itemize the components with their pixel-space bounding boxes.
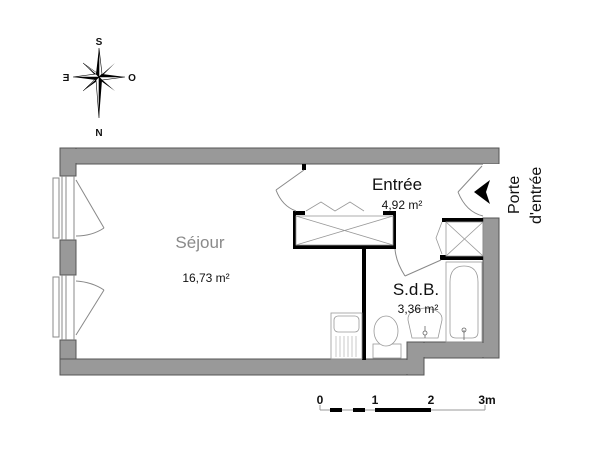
- room-area-sejour: 16,73 m²: [182, 271, 229, 285]
- entrance-door-label: Porte: [506, 176, 523, 214]
- entrance-door-label-line2: d'entrée: [528, 167, 545, 224]
- closet-left: [295, 201, 394, 246]
- compass-north-label: N: [95, 128, 102, 139]
- room-area-entree: 4,92 m²: [382, 198, 423, 212]
- scale-tick-1: 1: [372, 393, 379, 407]
- door-sdb: [394, 248, 442, 277]
- window-lower: [52, 275, 105, 340]
- room-name-sdb: S.d.B.: [393, 280, 439, 299]
- compass-east-label: E: [62, 73, 69, 84]
- scale-bar: 0 1 2 3m: [317, 393, 496, 412]
- door-entrance: [457, 165, 484, 217]
- entrance-door-label-2: d'entrée: [528, 167, 545, 224]
- scale-tick-3: 3m: [478, 393, 495, 407]
- room-area-sdb: 3,36 m²: [398, 302, 439, 316]
- entrance-door-label-line1: Porte: [506, 176, 523, 214]
- window-upper: [52, 176, 105, 240]
- scale-tick-2: 2: [428, 393, 435, 407]
- scale-tick-0: 0: [317, 393, 324, 407]
- partitions: [293, 164, 483, 360]
- sink-icon: [407, 307, 443, 339]
- entrance-opening: [483, 164, 500, 217]
- room-name-sejour: Séjour: [175, 233, 224, 252]
- door-sejour: [275, 169, 305, 212]
- compass-west-label: O: [128, 73, 136, 84]
- closet-right: [435, 221, 484, 257]
- room-name-entree: Entrée: [372, 175, 422, 194]
- bathtub-icon: [445, 261, 483, 343]
- compass-rose-icon: S N O E: [62, 37, 136, 139]
- toilet-icon: [372, 315, 402, 359]
- kitchen-unit: [330, 312, 363, 360]
- outer-walls: [59, 147, 500, 376]
- compass-south-label: S: [96, 37, 103, 48]
- entrance-arrow-icon: [474, 180, 490, 204]
